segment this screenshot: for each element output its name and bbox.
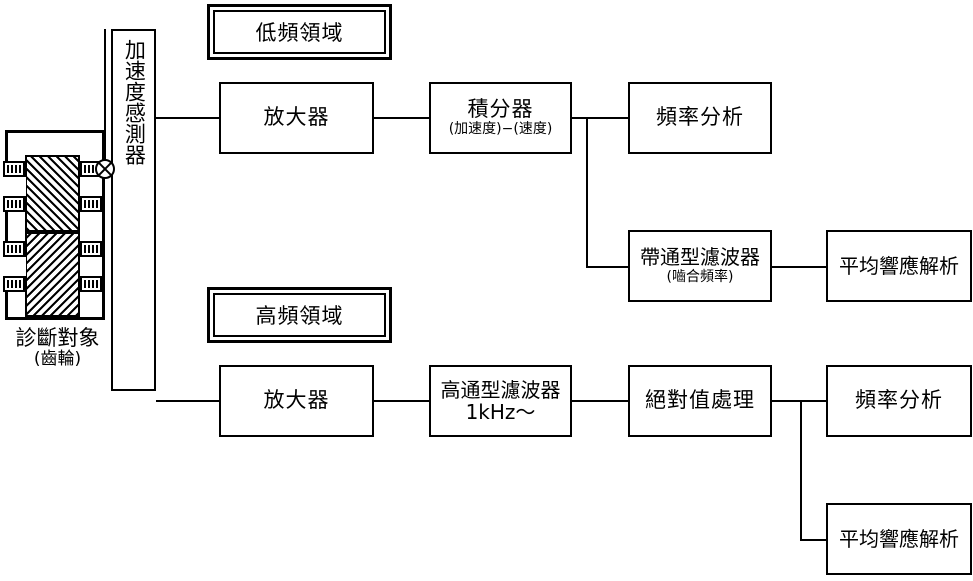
gear-body-lower-hatch	[25, 232, 80, 317]
gear-body-upper-hatch	[25, 155, 80, 232]
accelerometer-sensor-icon	[95, 159, 115, 179]
highpass-filter-subtitle: 1kHz〜	[465, 400, 536, 424]
highpass-filter-title: 高通型濾波器	[440, 377, 561, 402]
split-bus-low-vertical	[586, 117, 588, 268]
link-bus-to-avg-high	[800, 539, 826, 541]
link-highpass-to-abs	[572, 400, 628, 402]
low-frequency-region-box: 低頻領域	[207, 4, 392, 60]
link-integrator-out	[572, 117, 628, 119]
average-response-low-block[interactable]: 平均響應解析	[826, 230, 972, 302]
gear-tooth-slot	[7, 165, 21, 173]
highpass-filter-block[interactable]: 高通型濾波器 1kHz〜	[429, 365, 572, 437]
integrator-block[interactable]: 積分器 (加速度)−(速度)	[429, 82, 572, 154]
gear-tooth	[3, 196, 25, 212]
gear-tooth	[3, 241, 25, 257]
amplifier-high-title: 放大器	[263, 388, 330, 413]
absolute-value-block[interactable]: 絕對值處理	[628, 365, 772, 437]
link-bandpass-to-avg-low	[772, 266, 826, 268]
amplifier-low-title: 放大器	[263, 105, 330, 130]
frequency-analysis-low-block[interactable]: 頻率分析	[628, 82, 772, 154]
integrator-subtitle: (加速度)−(速度)	[448, 121, 553, 138]
accelerometer-block[interactable]: 加速度感測器	[111, 29, 156, 391]
gear-tooth	[3, 161, 25, 177]
gear-tooth-slot	[84, 200, 98, 208]
sensor-lead-line	[104, 29, 106, 169]
accelerometer-label: 加速度感測器	[122, 39, 147, 165]
gear-tooth-slot	[84, 245, 98, 253]
gear-tooth-slot	[7, 245, 21, 253]
average-response-low-title: 平均響應解析	[839, 253, 959, 278]
bandpass-filter-subtitle: (嚙合頻率)	[666, 268, 734, 285]
high-frequency-region-box: 高頻領域	[207, 287, 392, 343]
frequency-analysis-high-title: 頻率分析	[855, 388, 943, 413]
gear-tooth	[80, 241, 102, 257]
link-bus-to-bandpass	[586, 266, 628, 268]
average-response-high-block[interactable]: 平均響應解析	[826, 503, 972, 575]
target-caption-line1: 診斷對象	[15, 326, 100, 350]
target-caption-line2: (齒輪)	[33, 349, 82, 370]
target-caption: 診斷對象 (齒輪)	[0, 326, 115, 370]
frequency-analysis-high-block[interactable]: 頻率分析	[826, 365, 972, 437]
gear-tooth-gap	[80, 257, 102, 276]
gear-tooth-slot	[7, 280, 21, 288]
link-amp-high-to-highpass	[374, 400, 429, 402]
average-response-high-title: 平均響應解析	[839, 526, 959, 551]
gear-tooth	[80, 276, 102, 292]
gear-tooth	[3, 276, 25, 292]
bandpass-filter-block[interactable]: 帶通型濾波器 (嚙合頻率)	[628, 230, 772, 302]
integrator-title: 積分器	[467, 96, 534, 121]
gear-tooth-gap	[5, 257, 26, 276]
frequency-analysis-low-title: 頻率分析	[656, 105, 744, 130]
link-sensor-to-amp-high	[156, 400, 219, 402]
gear-tooth-gap	[80, 177, 102, 196]
link-amp-low-to-integrator	[374, 117, 429, 119]
amplifier-low-block[interactable]: 放大器	[219, 82, 374, 154]
amplifier-high-block[interactable]: 放大器	[219, 365, 374, 437]
low-frequency-region-label: 低頻領域	[213, 10, 386, 54]
high-frequency-region-label: 高頻領域	[213, 293, 386, 337]
absolute-value-title: 絕對值處理	[645, 388, 755, 413]
bandpass-filter-title: 帶通型濾波器	[640, 245, 760, 270]
gear-tooth-slot	[7, 200, 21, 208]
link-abs-out	[772, 400, 826, 402]
gear-tooth-slot	[84, 280, 98, 288]
gear-tooth-gap	[5, 177, 26, 196]
gear-tooth	[80, 196, 102, 212]
link-sensor-to-amp-low	[156, 117, 219, 119]
gear-tooth-slot	[84, 165, 98, 173]
split-bus-high-vertical	[800, 400, 802, 541]
